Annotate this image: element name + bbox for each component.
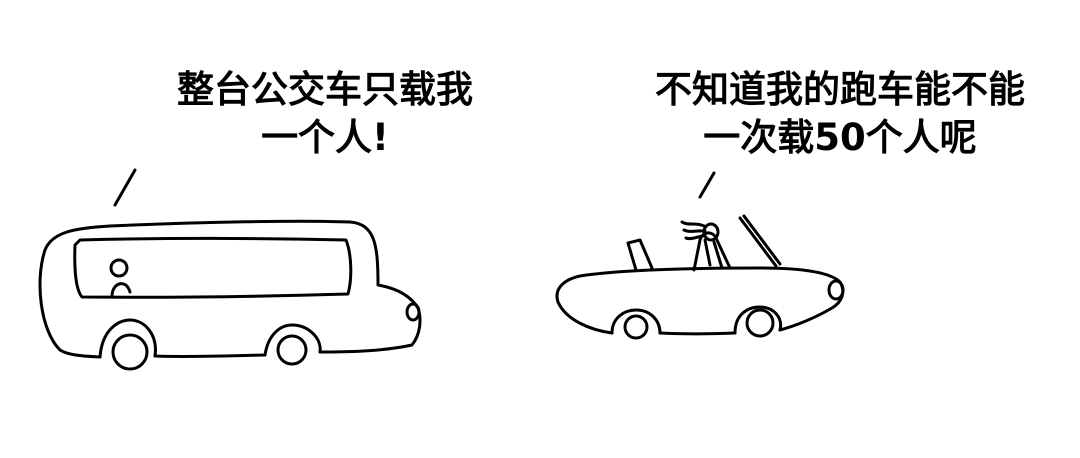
car-windshield <box>738 214 782 268</box>
bus-speech-tick <box>113 168 137 207</box>
bus-caption-line-2: 一个人! <box>261 116 389 159</box>
car-driver-hair <box>680 220 707 241</box>
bus-drawing <box>38 168 422 371</box>
car-drawing <box>555 171 845 340</box>
car-seat <box>626 238 654 272</box>
car-caption-line-2: 一次载50个人呢 <box>703 116 977 159</box>
bus-rear-wheel <box>111 333 149 371</box>
bus-passenger-head <box>109 258 129 278</box>
bus-rear-wheel-arch <box>98 318 157 359</box>
car-speech-tick <box>698 171 716 199</box>
bus-window <box>73 237 353 299</box>
car-caption-line-1: 不知道我的跑车能不能 <box>655 68 1025 111</box>
car-front-wheel-arch <box>733 305 783 335</box>
car-front-wheel <box>745 308 775 338</box>
car-headlight <box>827 279 845 301</box>
car-speech-caption: 不知道我的跑车能不能 一次载50个人呢 <box>630 66 1050 162</box>
bus-front-wheel-arch <box>263 323 322 357</box>
bus-caption-line-1: 整台公交车只载我 <box>177 68 473 111</box>
bus-speech-caption: 整台公交车只载我 一个人! <box>155 66 495 162</box>
bus-headlight <box>405 302 421 322</box>
car-rear-wheel <box>623 314 649 340</box>
car-body <box>555 266 845 336</box>
car-rear-wheel-arch <box>610 308 662 335</box>
bus-front-wheel <box>276 334 308 366</box>
bus-body <box>38 219 422 359</box>
bus-passenger-body <box>110 282 132 298</box>
